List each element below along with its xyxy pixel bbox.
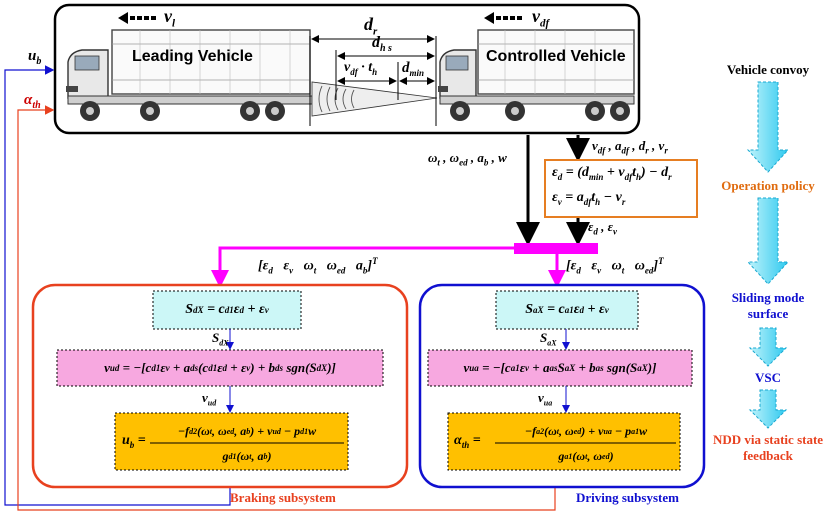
dhs-label: dh s [372, 34, 392, 55]
drive-vsc-box [427, 349, 693, 387]
dmin-label: dmin [402, 60, 425, 78]
alpha-wire [17, 105, 556, 511]
ub-wire [4, 65, 231, 506]
brake-vector-label: [εd εv ωt ωed ab]T [258, 256, 378, 276]
controlled-speed-arrow [484, 12, 522, 24]
controlled-truck [438, 29, 635, 121]
radar-beam [311, 81, 438, 117]
leading-speed-arrow [118, 12, 156, 24]
drive-ndd-box [447, 412, 681, 471]
drive-surface-box [495, 290, 639, 330]
driving-subsystem-title: Driving subsystem [576, 490, 679, 505]
drive-ndd-lhs: αth = [454, 433, 481, 450]
flow-arrows [746, 81, 790, 429]
flow-convoy-label: Vehicle convoy [726, 62, 810, 77]
flow-surface-label: Sliding mode surface [731, 290, 805, 321]
brake-surface-box [152, 290, 302, 330]
sax-signal-label: SaX [540, 330, 557, 348]
controlled-vehicle-label: Controlled Vehicle [486, 48, 626, 65]
signal-mux-bar [514, 243, 598, 254]
vl-label: vl [164, 6, 176, 30]
actuator-states-label: ωt , ωed , ab , w [428, 150, 507, 168]
braking-subsystem-title: Braking subsystem [230, 490, 336, 505]
error-eq-2: εv = adfth − vr [552, 190, 626, 207]
vdf-th-label: vdf · th [344, 60, 378, 77]
leading-truck [66, 29, 313, 121]
brake-ndd-lhs: ub = [122, 433, 146, 450]
drive-vector-label: [εd εv ωt ωed]T [566, 256, 664, 276]
brake-ndd-box [114, 412, 349, 471]
alpha-th-label: αth [24, 92, 41, 111]
sdx-signal-label: SdX [212, 330, 229, 348]
vehicle-states-label: vdf , adf , dr , vr [592, 138, 668, 156]
error-box [544, 159, 698, 218]
flow-vsc-label: VSC [754, 370, 781, 385]
vua-signal-label: vua [538, 390, 553, 408]
flow-policy-label: Operation policy [721, 178, 815, 193]
distance-dimensions [309, 35, 437, 126]
vdf-label: vdf [532, 6, 550, 30]
errors-label: εd , εv [588, 219, 617, 237]
brake-vsc-box [56, 349, 384, 387]
brake-feed-wire [211, 246, 514, 288]
ub-label: ub [28, 48, 42, 67]
error-eq-1: εd = (dmin + vdfth) − dr [552, 165, 672, 182]
vud-signal-label: vud [202, 390, 217, 408]
dr-label: dr [364, 14, 378, 38]
flow-ndd-label: NDD via static state feedback [712, 432, 824, 463]
leading-vehicle-label: Leading Vehicle [132, 48, 253, 65]
